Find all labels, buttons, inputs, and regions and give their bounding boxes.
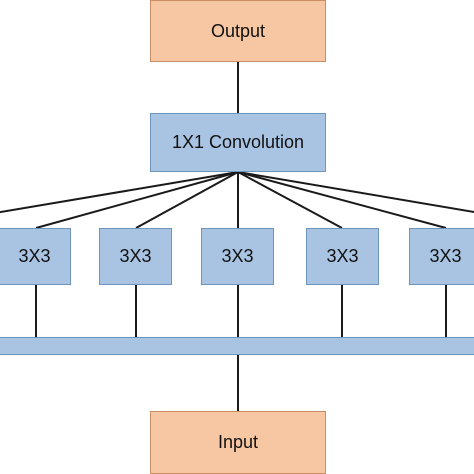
output-label: Output <box>210 20 266 41</box>
branch-label: 3X3 <box>119 246 152 266</box>
edge-conv-branch-4 <box>237 171 447 229</box>
branch-node-3x3: 3X3 <box>99 228 172 285</box>
edge-conv-branch-0 <box>35 171 239 229</box>
branch-node-3x3: 3X3 <box>0 228 71 285</box>
branch-node-3x3: 3X3 <box>409 228 474 285</box>
branch-label: 3X3 <box>221 246 254 266</box>
branch-node-3x3: 3X3 <box>201 228 274 285</box>
input-node: Input <box>150 411 326 474</box>
conv-1x1-node: 1X1 Convolution <box>150 113 326 172</box>
input-split-bar <box>0 337 474 355</box>
edge-conv-branch-3 <box>237 171 343 229</box>
edge-conv-branch-offright <box>237 171 474 213</box>
branch-label: 3X3 <box>326 246 359 266</box>
input-label: Input <box>217 432 259 452</box>
branch-node-3x3: 3X3 <box>306 228 379 285</box>
output-node: Output <box>150 0 326 62</box>
branch-label: 3X3 <box>429 246 462 266</box>
edge-conv-branch-1 <box>135 171 239 229</box>
edge-conv-branch-offleft <box>0 171 239 214</box>
conv-label: 1X1 Convolution <box>171 132 305 152</box>
branch-label: 3X3 <box>18 246 51 266</box>
